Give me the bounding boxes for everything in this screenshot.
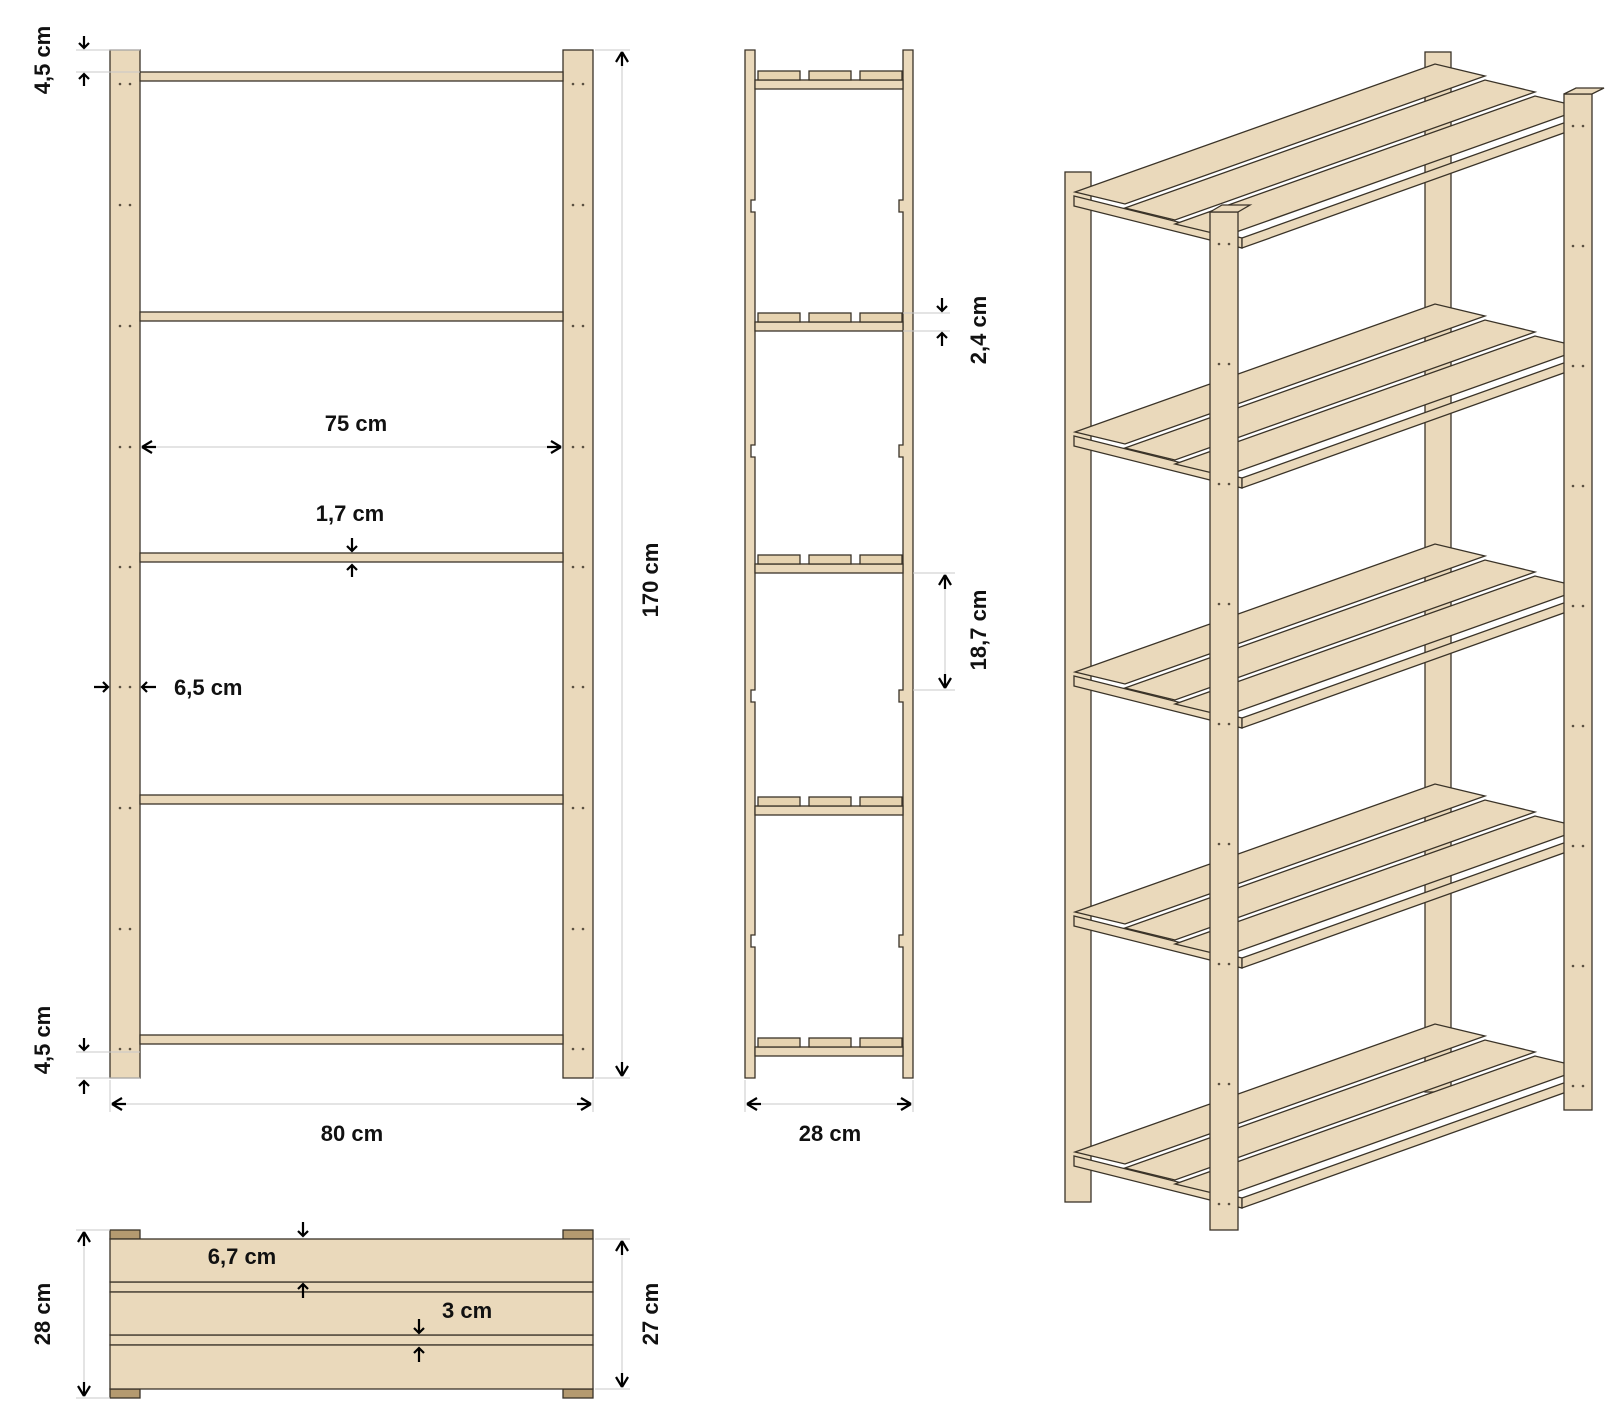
dim-slat-width: 6,7 cm	[208, 1222, 309, 1298]
side-shelf-1	[754, 70, 904, 90]
top-view: 28 cm 27 cm 6,7 cm 3 cm	[30, 1222, 663, 1399]
iso-shelf-4	[1072, 783, 1588, 969]
slat-depth-label: 27 cm	[638, 1283, 663, 1345]
front-shelf-5	[139, 1034, 564, 1045]
slat-gap-label: 3 cm	[442, 1298, 492, 1323]
top-view-post-tl	[109, 1229, 141, 1240]
side-depth-label: 28 cm	[799, 1121, 861, 1146]
side-shelf-5	[754, 1037, 904, 1057]
iso-front-right-post-top	[1563, 87, 1605, 95]
side-shelf-4	[754, 796, 904, 816]
iso-front-right-post	[1563, 93, 1593, 1111]
dim-slat-thickness: 2,4 cm	[903, 296, 991, 365]
dim-shelf-thickness: 1,7 cm	[316, 501, 385, 577]
inner-width-label: 75 cm	[325, 411, 387, 436]
front-post-holes	[118, 82, 585, 1051]
front-shelf-4	[139, 794, 564, 805]
iso-front-left-post	[1209, 211, 1239, 1231]
dim-inner-width: 75 cm	[141, 411, 562, 454]
iso-front-left-post-top	[1207, 204, 1253, 213]
dim-top-gap: 4,5 cm	[30, 26, 140, 95]
dim-slat-depth: 27 cm	[595, 1238, 663, 1390]
dim-total-width: 80 cm	[109, 1080, 594, 1146]
dim-slat-gap: 3 cm	[413, 1298, 492, 1362]
bottom-gap-label: 4,5 cm	[30, 1006, 55, 1075]
shelf-thickness-label: 1,7 cm	[316, 501, 385, 526]
shelf-spacing-label: 18,7 cm	[966, 590, 991, 671]
dim-top-depth: 28 cm	[30, 1229, 110, 1399]
side-view: 2,4 cm 18,7 cm 28 cm	[744, 49, 991, 1146]
front-shelf-1	[139, 71, 564, 82]
top-view-post-tr	[562, 1229, 594, 1240]
front-left-post	[109, 49, 141, 1079]
iso-shelf-3	[1072, 543, 1588, 729]
dim-side-depth: 28 cm	[744, 1080, 914, 1146]
front-shelf-3	[139, 552, 564, 563]
dim-post-width: 6,5 cm	[94, 675, 243, 700]
front-right-post	[562, 49, 594, 1079]
slat-thickness-label: 2,4 cm	[966, 296, 991, 365]
side-shelf-3	[754, 554, 904, 574]
isometric-view	[1064, 51, 1605, 1231]
iso-shelf-2	[1072, 303, 1588, 489]
top-view-slat-2	[109, 1291, 594, 1336]
front-view: 4,5 cm 4,5 cm 75 cm 1,7 cm 6,5 cm	[30, 26, 663, 1146]
top-depth-label: 28 cm	[30, 1283, 55, 1345]
top-view-slat-1	[109, 1238, 594, 1283]
iso-post-holes	[1217, 124, 1585, 1206]
total-width-label: 80 cm	[321, 1121, 383, 1146]
dim-bottom-gap: 4,5 cm	[30, 1006, 140, 1094]
top-view-rail-1	[109, 1281, 594, 1293]
top-view-post-bl	[109, 1388, 141, 1399]
iso-shelf-1	[1072, 63, 1588, 249]
total-height-label: 170 cm	[638, 543, 663, 618]
iso-shelf-5	[1072, 1023, 1588, 1209]
side-front-post	[744, 49, 756, 1079]
top-view-slat-3	[109, 1344, 594, 1390]
side-shelf-2	[754, 312, 904, 332]
dim-total-height: 170 cm	[595, 49, 663, 1079]
dim-shelf-spacing: 18,7 cm	[913, 572, 991, 691]
side-back-post	[898, 49, 914, 1079]
front-shelf-2	[139, 311, 564, 322]
top-gap-label: 4,5 cm	[30, 26, 55, 95]
iso-shelves	[1072, 63, 1588, 1209]
slat-width-label: 6,7 cm	[208, 1244, 277, 1269]
post-width-label: 6,5 cm	[174, 675, 243, 700]
top-view-post-br	[562, 1388, 594, 1399]
top-view-rail-2	[109, 1334, 594, 1346]
